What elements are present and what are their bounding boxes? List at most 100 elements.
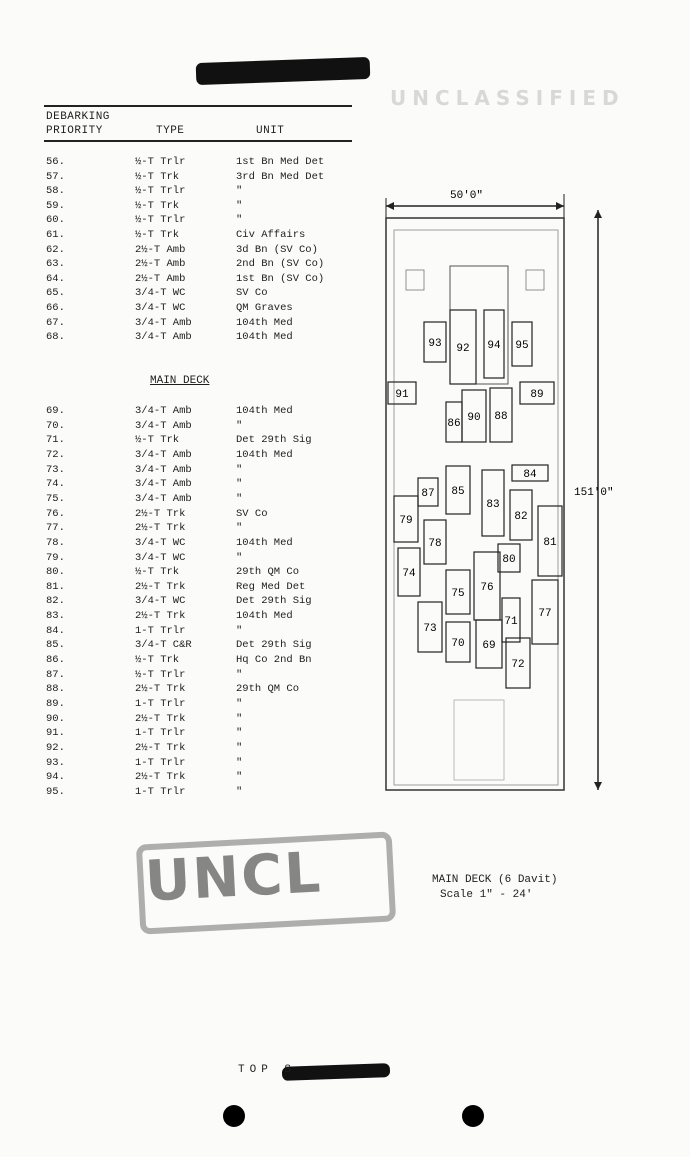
vehicle-slot-box [423,321,447,363]
table-row: 95.1-T Trlr" [0,785,400,799]
vehicle-slot-label: 84 [523,469,537,481]
punch-hole-left [223,1105,245,1127]
cell-num: 72. [46,448,65,461]
cell-type: 3/4-T C&R [135,639,192,652]
cell-num: 84. [46,624,65,637]
cell-type: 3/4-T WC [135,287,186,300]
cell-unit: " [236,492,243,505]
vehicle-slot-label: 86 [447,418,460,430]
cell-num: 93. [46,756,65,769]
cell-num: 70. [46,419,65,432]
vehicle-slot-box [397,547,421,597]
cell-unit: " [236,785,243,798]
cell-num: 74. [46,478,65,491]
table-row: 91.1-T Trlr" [0,726,400,740]
vehicle-slot-label: 83 [486,499,499,511]
cell-type: 3/4-T Amb [135,316,192,329]
cell-num: 77. [46,522,65,535]
cell-unit: Reg Med Det [236,580,306,593]
cell-num: 82. [46,595,65,608]
vehicle-slot-box [519,381,555,405]
cell-unit: " [236,185,243,198]
cell-type: 3/4-T Amb [135,492,192,505]
vehicle-slot-box [505,637,531,689]
vehicle-slot-label: 78 [428,538,441,550]
table-row: 60.½-T Trlr" [0,213,400,227]
vehicle-slot-box [445,465,471,515]
diagram-caption-scale: Scale 1" - 24' [440,889,533,901]
table-row: 93. 1-T Trlr " [0,756,400,770]
cell-type: 2½-T Trk [135,522,186,535]
cell-unit: 104th Med [236,405,293,417]
table-row: 73.3/4-T Amb" [0,463,400,477]
cell-unit: " [236,551,243,564]
vehicle-slot-box [387,381,417,405]
vehicle-slot-label: 77 [538,608,551,620]
cell-unit: 104th Med [236,536,293,549]
cell-type: 1-T Trlr [135,756,186,769]
cell-type: ½-T Trk [135,654,180,667]
col-type: TYPE [156,125,185,137]
fitting-left [405,269,425,291]
cell-unit: " [236,727,243,740]
stamp-top-faded: UNCLASSIFIED [390,86,625,110]
vehicle-slot-box [445,401,463,443]
cell-type: ½-T Trk [135,566,180,579]
cell-type: 2½-T Trk [135,610,186,623]
cell-type: 3/4-T WC [135,551,186,564]
cell-type: 2½-T Trk [135,712,186,725]
header-bottom-rule [44,140,352,142]
vehicle-slot-label: 87 [421,488,434,500]
cell-num: 66. [46,302,65,314]
vehicle-slot-box [511,321,533,367]
cell-num: 73. [46,463,65,476]
cell-num: 95. [46,785,65,798]
cell-unit: " [236,522,243,535]
cell-type: 2½-T Amb [135,272,186,285]
cell-unit: " [236,199,243,212]
vehicle-slot-box [445,621,471,663]
cell-num: 59. [46,199,65,212]
cell-unit: Civ Affairs [236,229,306,241]
cell-unit: " [236,668,243,681]
vehicle-slot-box [509,489,533,541]
cell-num: 90. [46,712,65,725]
cell-num: 80. [46,566,65,579]
vehicle-slot-label: 90 [467,412,480,424]
table-row: 77. 2½-T Trk " [0,521,400,535]
cell-unit: 2nd Bn (SV Co) [236,258,325,271]
cell-num: 89. [46,698,65,710]
cell-type: ½-T Trk [135,229,180,241]
cell-unit: " [236,478,243,491]
redaction-bar-footer [281,1063,391,1081]
vehicle-slot-label: 73 [423,623,436,635]
cell-type: 3/4-T Amb [135,448,192,461]
cell-type: 3/4-T Amb [135,478,192,491]
cell-type: 2½-T Amb [135,258,186,271]
table-row: 94.2½-T Trk" [0,770,400,784]
cell-num: 92. [46,741,65,754]
cell-unit: " [236,771,243,784]
cell-type: 2½-T Trk [135,771,186,784]
table-row: 92.2½-T Trk" [0,741,400,755]
cell-unit: " [236,756,243,769]
vehicle-slot-box [449,309,477,385]
cell-num: 85. [46,639,65,652]
footer-classification: TOP S [238,1064,297,1076]
cell-unit: " [236,214,243,227]
cell-unit: SV Co [236,287,268,300]
cell-type: 1-T Trlr [135,727,186,740]
cell-unit: " [236,624,243,637]
